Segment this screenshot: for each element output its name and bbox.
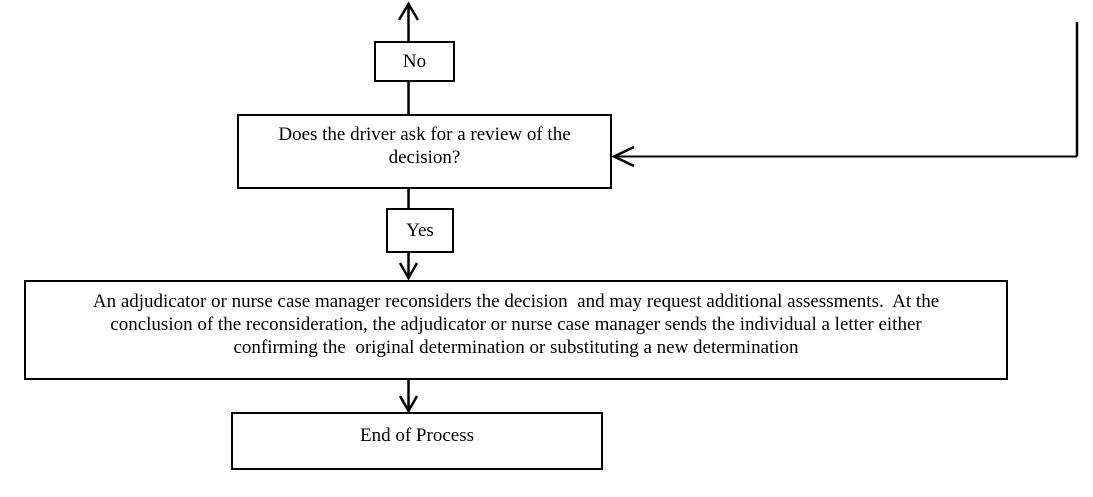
node-end-label: End of Process — [360, 425, 474, 446]
arrowhead-down-end-icon — [398, 395, 419, 414]
node-yes-label: Yes — [406, 220, 434, 241]
node-reconsideration-label: An adjudicator or nurse case manager rec… — [92, 291, 940, 358]
node-end: End of Process — [231, 412, 603, 470]
node-no: No — [374, 41, 455, 82]
arrowhead-up-icon — [397, 1, 420, 21]
node-reconsideration: An adjudicator or nurse case manager rec… — [24, 280, 1008, 380]
node-decision-label: Does the driver ask for a review of the … — [278, 124, 571, 168]
node-decision: Does the driver ask for a review of the … — [237, 114, 612, 189]
node-no-label: No — [402, 51, 427, 72]
node-yes: Yes — [386, 208, 454, 253]
arrowhead-down-yes-icon — [398, 262, 419, 281]
arrowhead-left-icon — [611, 145, 635, 168]
